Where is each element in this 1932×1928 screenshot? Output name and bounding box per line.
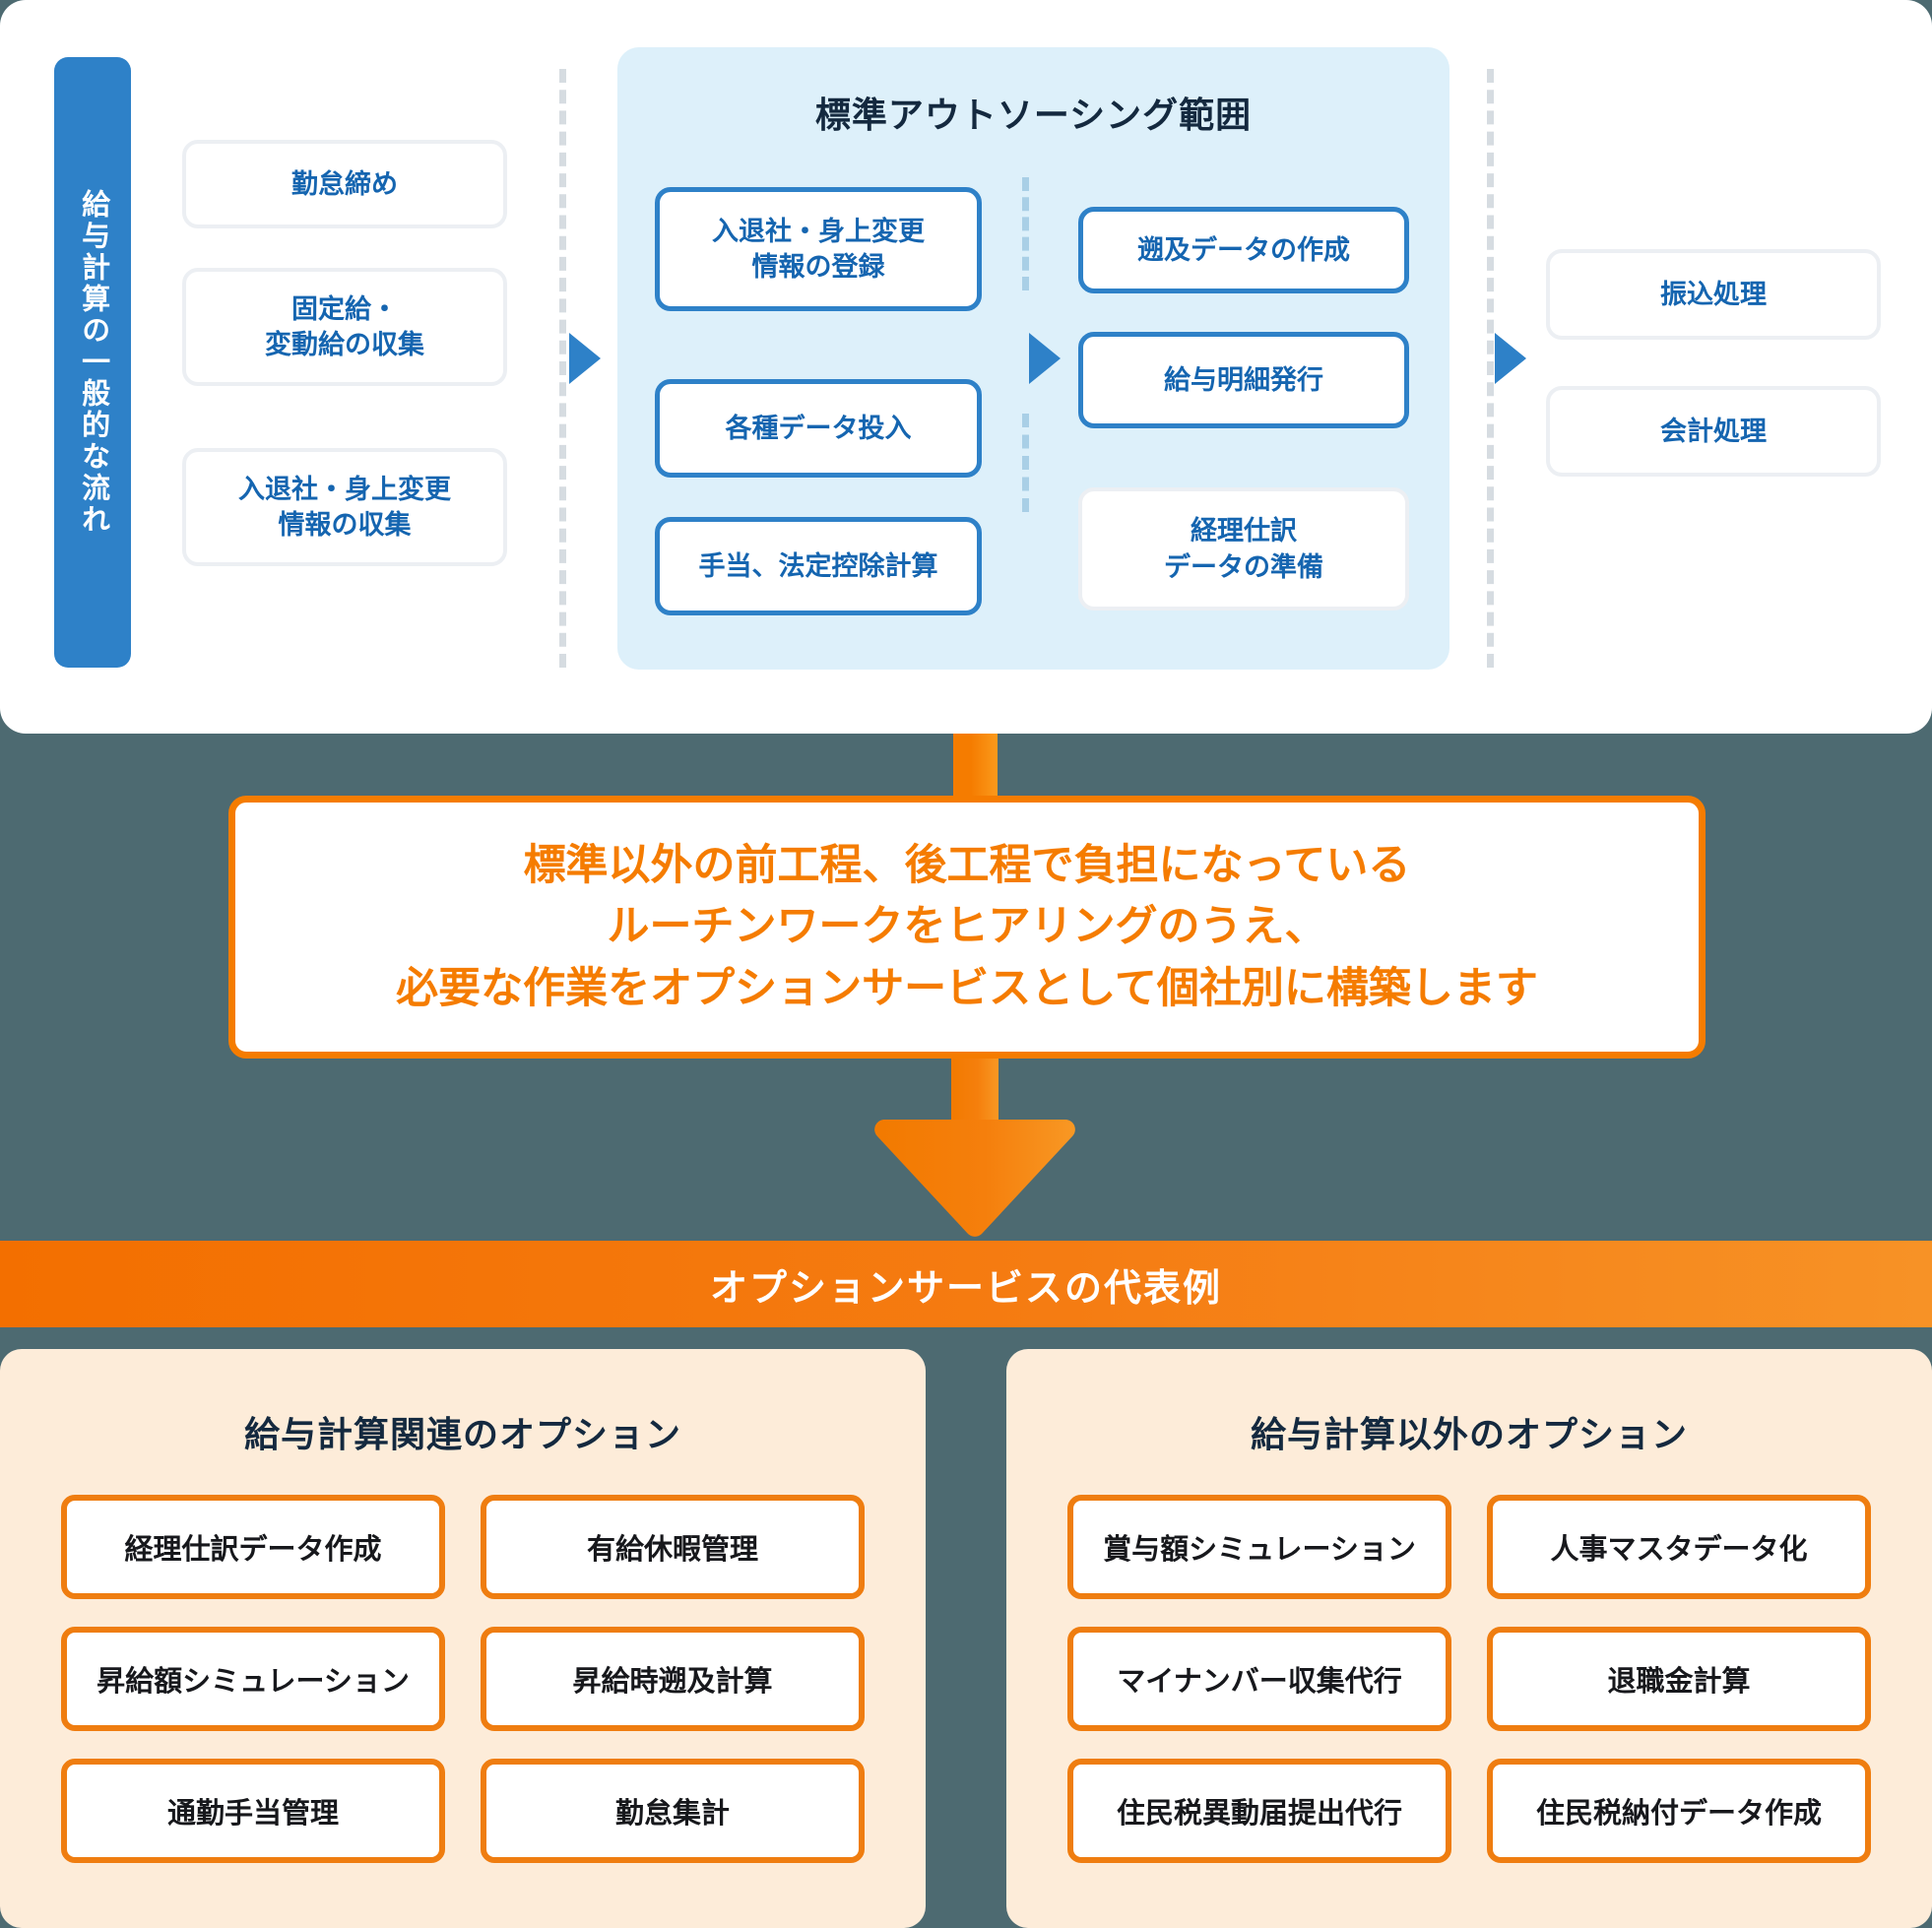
option-item[interactable]: 賞与額シミュレーション [1067,1495,1451,1599]
option-item-label: 人事マスタデータ化 [1550,1534,1808,1566]
option-item-label: 経理仕訳データ作成 [124,1534,382,1566]
flow-box-label-line1: 固定給・ [291,293,398,324]
options-banner-title: オプションサービスの代表例 [709,1267,1222,1310]
flow-box-keiri-shiwake: 経理仕訳 データの準備 [1078,487,1409,611]
flow-box-label: 給与明細発行 [1164,364,1323,395]
option-item[interactable]: 住民税異動届提出代行 [1067,1759,1451,1863]
flow-box-nyutaisha-toroku: 入退社・身上変更 情報の登録 [655,187,982,311]
flow-divider-3 [1487,69,1494,668]
flow-box-label-line1: 経理仕訳 [1191,516,1297,546]
flow-box-label-line2: 情報の収集 [278,510,412,540]
flow-box-kintai-shime: 勤怠締め [182,140,507,228]
options-panel-title: 給与計算関連のオプション [243,1414,681,1454]
flow-box-kyuyo-meisai: 給与明細発行 [1078,332,1409,428]
option-item[interactable]: 昇給時遡及計算 [481,1627,865,1731]
options-panel-title: 給与計算以外のオプション [1250,1414,1688,1454]
option-item-label: 昇給額シミュレーション [97,1666,410,1698]
option-item-label: 賞与額シミュレーション [1103,1534,1416,1566]
option-message-line2: ルーチンワークをヒアリングのうえ、 [607,903,1327,951]
option-item-label: 住民税異動届提出代行 [1116,1798,1402,1830]
flow-box-kyuyo-shushu: 固定給・ 変動給の収集 [182,268,507,386]
outsourcing-scope-title: 標準アウトソーシング範囲 [814,95,1253,135]
payroll-flow-panel: 給与計算の一般的な流れ 勤怠締め 固定給・ 変動給の収集 入退社・身上変更 情報… [0,0,1932,734]
flow-divider-2 [1022,177,1029,290]
flow-box-nyutaisha-shushu: 入退社・身上変更 情報の収集 [182,448,507,566]
option-item-label: 昇給時遡及計算 [572,1666,773,1698]
option-item[interactable]: 住民税納付データ作成 [1487,1759,1871,1863]
option-message-line1: 標準以外の前工程、後工程で負担になっている [523,841,1411,889]
option-item[interactable]: マイナンバー収集代行 [1067,1627,1451,1731]
flow-box-label: 振込処理 [1660,279,1767,309]
flow-box-furikomi: 振込処理 [1546,249,1881,340]
option-item-label: 有給休暇管理 [586,1534,758,1566]
arrow-down-icon [874,1059,1075,1237]
options-panel-non-payroll: 給与計算以外のオプション 賞与額シミュレーション 人事マスタデータ化 マイナンバ… [1006,1349,1932,1928]
flow-divider-2b [1022,414,1029,512]
option-item-label: 住民税納付データ作成 [1535,1798,1822,1830]
option-item[interactable]: 経理仕訳データ作成 [61,1495,445,1599]
option-item[interactable]: 退職金計算 [1487,1627,1871,1731]
flow-vertical-label: 給与計算の一般的な流れ [54,57,131,668]
option-item[interactable]: 勤怠集計 [481,1759,865,1863]
option-item[interactable]: 昇給額シミュレーション [61,1627,445,1731]
option-message-box: 標準以外の前工程、後工程で負担になっている ルーチンワークをヒアリングのうえ、 … [228,796,1706,1059]
flow-box-label-line2: 情報の登録 [751,252,885,282]
option-item-label: マイナンバー収集代行 [1117,1666,1402,1698]
option-item-label: 勤怠集計 [614,1798,730,1830]
flow-divider-1 [559,69,566,668]
triangle-right-icon [569,333,601,384]
flow-box-label-line1: 入退社・身上変更 [238,474,451,504]
flow-box-label: 各種データ投入 [725,413,912,443]
option-message-line3: 必要な作業をオプションサービスとして個社別に構築します [396,964,1538,1012]
option-item-label: 退職金計算 [1607,1666,1751,1698]
flow-box-label: 手当、法定控除計算 [698,550,938,581]
option-item[interactable]: 有給休暇管理 [481,1495,865,1599]
flow-box-label-line1: 入退社・身上変更 [712,216,925,246]
options-grid-payroll: 経理仕訳データ作成 有給休暇管理 昇給額シミュレーション 昇給時遡及計算 通勤手… [61,1495,865,1863]
option-item[interactable]: 人事マスタデータ化 [1487,1495,1871,1599]
options-panel-payroll: 給与計算関連のオプション 経理仕訳データ作成 有給休暇管理 昇給額シミュレーショ… [0,1349,926,1928]
option-item-label: 通勤手当管理 [166,1798,339,1830]
option-item[interactable]: 通勤手当管理 [61,1759,445,1863]
flow-box-label: 遡及データの作成 [1137,234,1350,265]
flow-box-label: 会計処理 [1660,416,1767,446]
flow-box-kaikei: 会計処理 [1546,386,1881,477]
triangle-right-icon [1029,333,1061,384]
flow-box-teate-kojo: 手当、法定控除計算 [655,517,982,615]
connector-stem-top [953,734,998,807]
triangle-right-icon [1495,333,1526,384]
options-banner: オプションサービスの代表例 [0,1241,1932,1327]
flow-box-sokyu-data: 遡及データの作成 [1078,207,1409,293]
flow-box-label-line2: データの準備 [1164,551,1323,582]
flow-box-label-line2: 変動給の収集 [265,330,424,359]
flow-box-data-tonyu: 各種データ投入 [655,379,982,478]
options-grid-non-payroll: 賞与額シミュレーション 人事マスタデータ化 マイナンバー収集代行 退職金計算 住… [1067,1495,1871,1863]
flow-box-label: 勤怠締め [291,168,398,199]
